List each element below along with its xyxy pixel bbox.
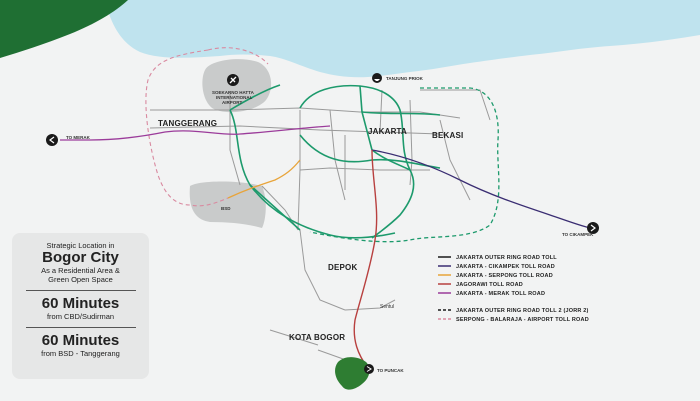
legend-label: JAKARTA OUTER RING ROAD TOLL 2 (JORR 2) [456, 308, 589, 314]
airport-area [202, 59, 272, 113]
info-divider [25, 290, 136, 291]
info-title: Bogor City [42, 249, 119, 266]
info-from-1: from CBD/Sudirman [46, 312, 115, 321]
label-sentul: Sentul [380, 304, 394, 310]
legend: JAKARTA OUTER RING ROAD TOLL JAKARTA - CI… [438, 255, 589, 323]
info-desc-line2: Green Open Space [48, 275, 113, 284]
jorr2-road [309, 87, 500, 243]
info-box: Strategic Location in Bogor City As a Re… [12, 233, 149, 379]
to-merak-marker [46, 134, 58, 146]
java-sea [105, 0, 700, 78]
bsd-area [189, 181, 266, 228]
legend-label: JAKARTA - SERPONG TOLL ROAD [456, 273, 553, 279]
label-to-cikampek: TO CIKAMPEK [562, 232, 594, 237]
info-time-1: 60 Minutes [41, 295, 120, 312]
label-bsd: BSD [221, 206, 231, 211]
label-kota-bogor: KOTA BOGOR [289, 333, 345, 342]
legend-label: JAKARTA OUTER RING ROAD TOLL [456, 255, 557, 261]
cikampek-road [371, 149, 591, 229]
merak-road [60, 125, 331, 141]
green-corner [0, 0, 128, 58]
label-depok: DEPOK [328, 263, 357, 272]
info-desc-line1: As a Residential Area & [41, 266, 120, 275]
label-airport-3: AIRPORT [222, 100, 243, 105]
label-to-merak: TO MERAK [66, 135, 91, 140]
label-airport-2: INTERNATIONAL [216, 95, 253, 100]
legend-label: JAKARTA - MERAK TOLL ROAD [456, 291, 545, 297]
jagorawi-road [353, 149, 378, 369]
label-tanggerang: TANGGERANG [158, 119, 217, 128]
to-puncak-marker [364, 364, 374, 374]
info-divider [25, 327, 136, 328]
label-to-puncak: TO PUNCAK [377, 368, 404, 373]
to-cikampek-marker [587, 222, 599, 234]
info-from-2: from BSD - Tanggerang [41, 349, 120, 358]
label-bekasi: BEKASI [432, 131, 463, 140]
ship-icon [372, 73, 382, 83]
label-airport-1: SOEKARNO HATTA [212, 90, 255, 95]
balaraja-road [145, 49, 229, 207]
legend-label: JAKARTA - CIKAMPEK TOLL ROAD [456, 264, 555, 270]
label-jakarta: JAKARTA [368, 127, 407, 136]
airplane-icon [227, 74, 239, 86]
serpong-road [227, 159, 301, 199]
info-time-2: 60 Minutes [41, 332, 120, 349]
info-intro: Strategic Location in [46, 241, 115, 250]
bogor-area [335, 357, 370, 390]
legend-label: SERPONG - BALARAJA - AIRPORT TOLL ROAD [456, 317, 589, 323]
legend-label: JAGORAWI TOLL ROAD [456, 282, 523, 288]
label-tanjung-priok: TANJUNG PRIOK [386, 76, 424, 81]
